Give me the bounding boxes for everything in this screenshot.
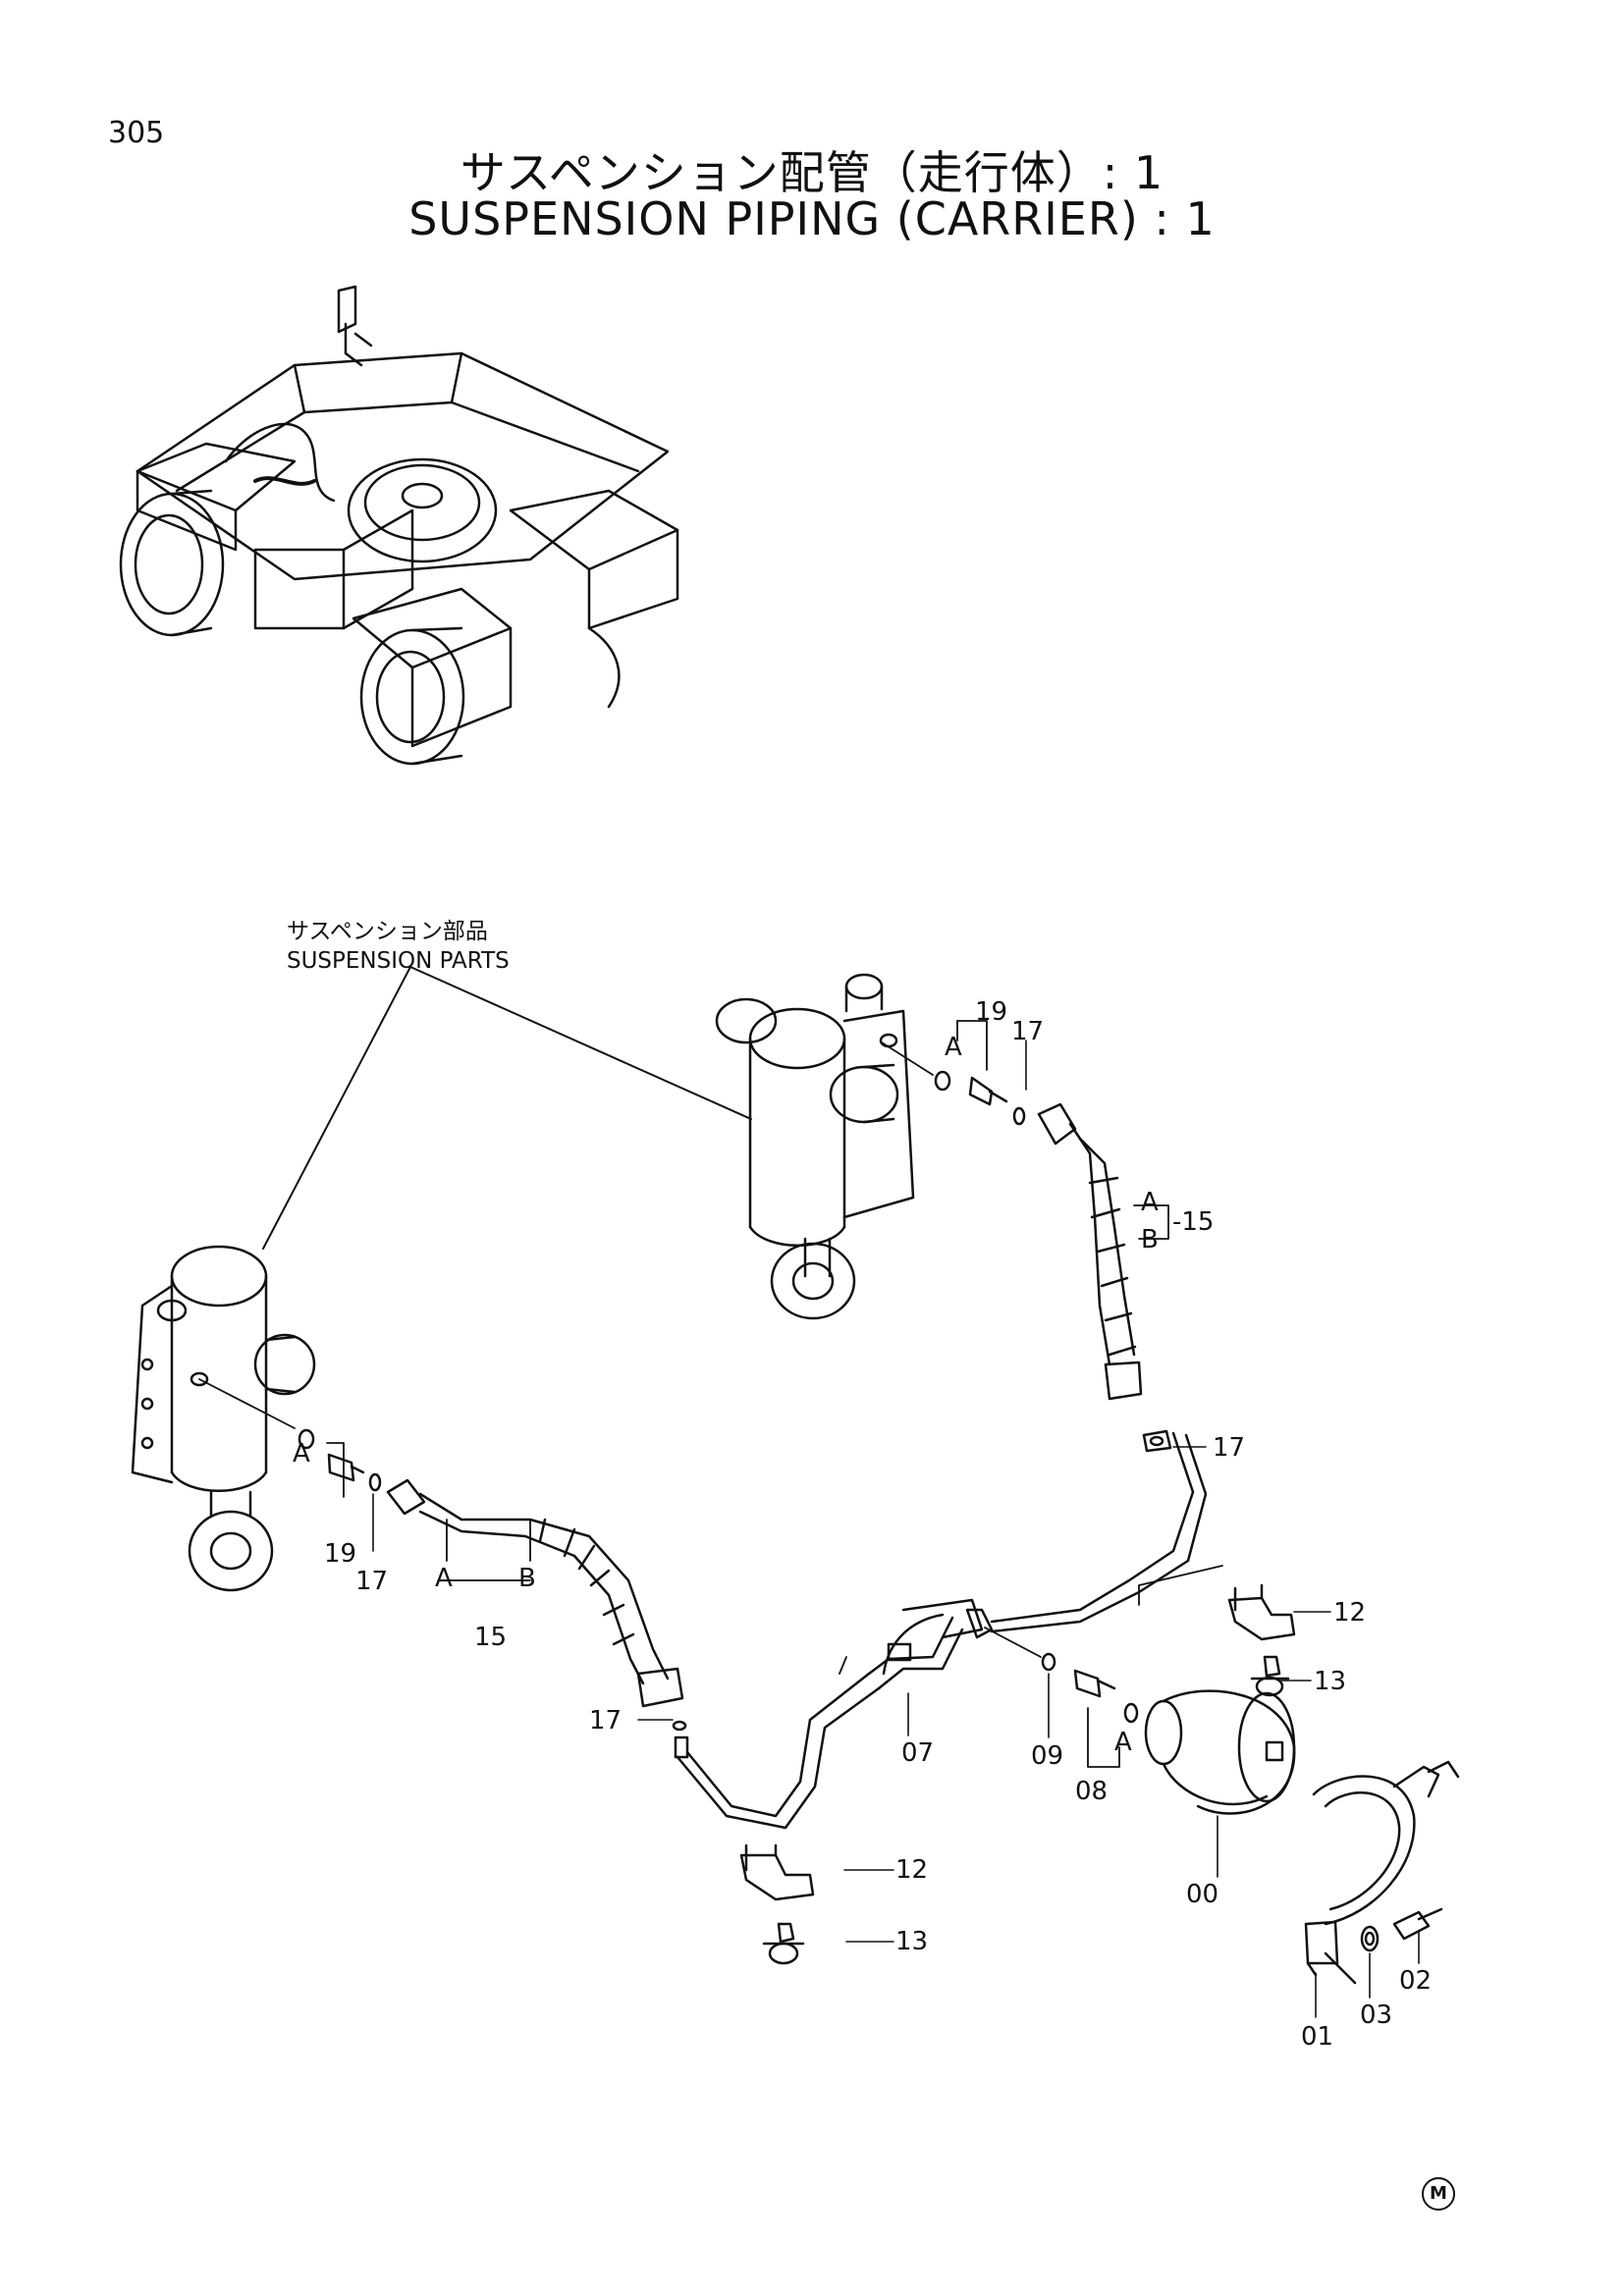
callout-a-upper-hose: A — [1141, 1188, 1159, 1217]
title-english: SUSPENSION PIPING (CARRIER) : 1 — [408, 192, 1216, 245]
clip-bracket-lower — [739, 1843, 815, 1965]
callout-17-upper: 17 — [1011, 1017, 1045, 1046]
left-hose — [386, 1478, 684, 1708]
suspension-leaders — [262, 966, 752, 1250]
callout-01: 01 — [1301, 2022, 1334, 2052]
callout-a-accumulator: A — [1114, 1728, 1132, 1757]
carrier-overview — [119, 285, 679, 766]
note-english: SUSPENSION PARTS — [287, 948, 510, 974]
callout-b-left-hose: B — [518, 1564, 536, 1593]
callout-19-upper: 19 — [975, 997, 1008, 1027]
callout-a-left-hose: A — [435, 1564, 453, 1593]
callout-03: 03 — [1360, 2001, 1393, 2030]
callout-12-lower: 12 — [895, 1855, 929, 1885]
callout-17-right: 17 — [1213, 1433, 1246, 1463]
callout-19-left: 19 — [324, 1539, 357, 1569]
callout-15-upper: -15 — [1172, 1207, 1215, 1237]
callout-13-upper: 13 — [1314, 1667, 1347, 1696]
title-japanese: サスペンション配管（走行体）: 1 — [460, 146, 1164, 199]
upper-fittings — [881, 1020, 1026, 1126]
upper-hose — [1037, 1102, 1169, 1447]
note-japanese: サスペンション部品 — [287, 919, 488, 944]
callout-17-left: 17 — [355, 1567, 389, 1596]
corner-mark: M — [1422, 2177, 1455, 2211]
callout-13-lower: 13 — [895, 1927, 929, 1956]
clamp-band — [1304, 1760, 1460, 1985]
callout-09: 09 — [1031, 1741, 1064, 1771]
suspension-parts-note: サスペンション部品 SUSPENSION PARTS — [287, 917, 510, 976]
callout-15-left: 15 — [474, 1623, 508, 1652]
callout-02: 02 — [1399, 1966, 1433, 1996]
callout-17-center: 17 — [589, 1706, 623, 1735]
steel-pipe — [672, 1429, 1208, 1830]
callout-b-upper-hose: B — [1141, 1225, 1159, 1255]
callout-00: 00 — [1186, 1880, 1219, 1909]
page-number: 305 — [108, 116, 165, 150]
callout-a-upper: A — [945, 1033, 962, 1062]
callout-08: 08 — [1075, 1777, 1109, 1806]
callout-leaders — [372, 1040, 1420, 2018]
upper-suspension-cylinder — [715, 973, 915, 1320]
accumulator-fittings — [984, 1627, 1139, 1768]
callout-07: 07 — [901, 1738, 935, 1768]
callout-12-upper: 12 — [1333, 1598, 1367, 1628]
left-suspension-cylinder — [131, 1245, 316, 1592]
accumulator — [1144, 1689, 1296, 1815]
left-fittings — [198, 1378, 382, 1498]
clip-bracket-upper — [1138, 1565, 1296, 1697]
callout-a-left: A — [293, 1439, 310, 1468]
